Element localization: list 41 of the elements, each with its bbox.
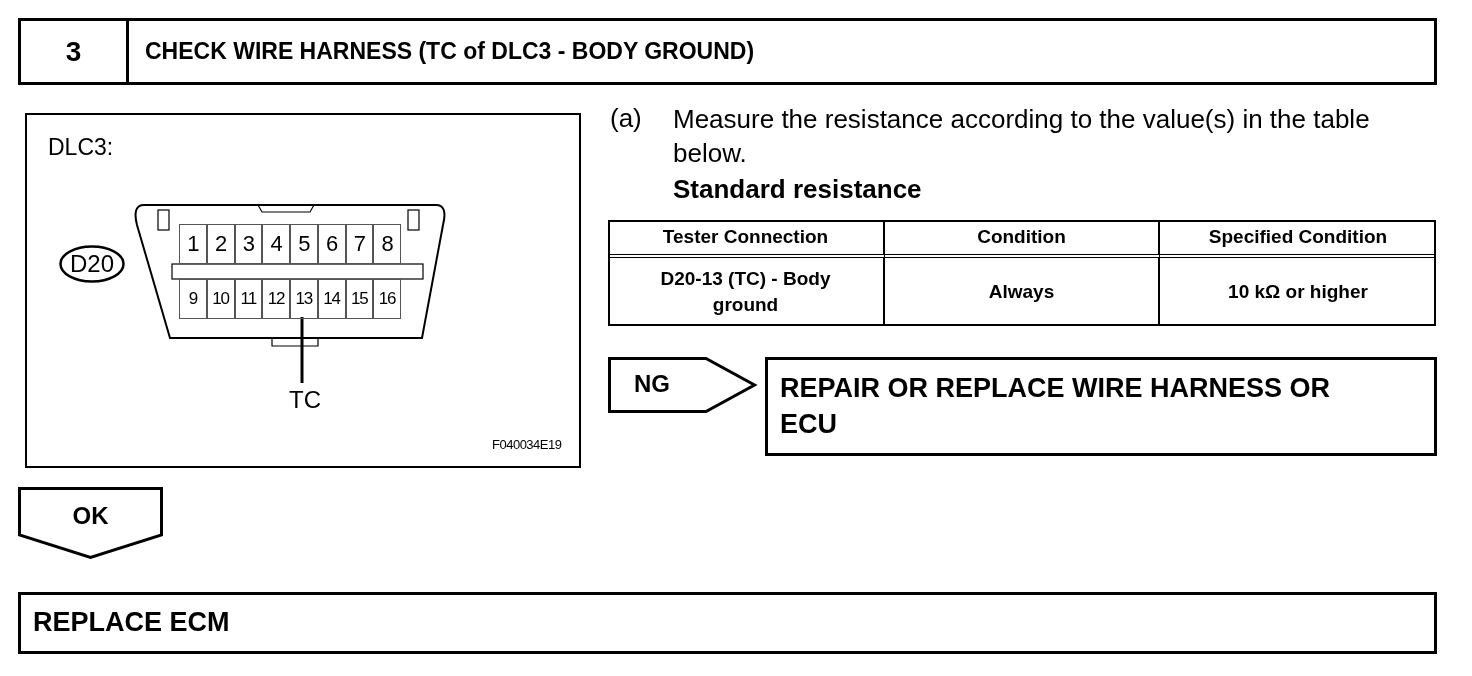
- connector-pin: 2: [206, 224, 235, 264]
- table-header-cell: Specified Condition: [1160, 220, 1436, 258]
- table-header-cell: Tester Connection: [608, 220, 885, 258]
- result-label: OK: [71, 501, 110, 531]
- repair-box: REPAIR OR REPLACE WIRE HARNESS OR ECU: [765, 357, 1437, 456]
- step-number: 3: [21, 21, 129, 82]
- connector-name: DLC3:: [48, 133, 114, 161]
- connector-pin: 6: [317, 224, 346, 264]
- terminal-label: TC: [285, 385, 325, 415]
- connector-pin: 11: [234, 279, 263, 319]
- connector-pin: 12: [262, 279, 290, 319]
- illustration-panel: [25, 113, 581, 468]
- result-label: NG: [634, 369, 670, 399]
- table-cell-text: 10 kΩ or higher: [1227, 280, 1369, 304]
- standard-heading: Standard resistance: [673, 173, 923, 206]
- connector-pin: 4: [262, 224, 290, 264]
- connector-pin: 5: [290, 224, 318, 264]
- connector-pin: 16: [373, 279, 401, 319]
- connector-pin: 15: [345, 279, 374, 319]
- instruction-text: Measure the resistance according to the value(s) in the table below.: [673, 103, 1371, 170]
- step-letter: (a): [610, 102, 643, 134]
- connector-pin: 3: [234, 224, 263, 264]
- connector-pin: 9: [179, 279, 207, 319]
- table-cell: D20-13 (TC) - Body ground: [608, 258, 885, 326]
- connector-pin: 1: [179, 224, 207, 264]
- table-header-cell: Condition: [885, 220, 1160, 258]
- connector-code: D20: [70, 250, 114, 277]
- ok-arrow: [18, 487, 163, 559]
- connector-code-label: [59, 245, 125, 283]
- ng-arrow: [608, 357, 756, 413]
- connector-pin: 10: [206, 279, 235, 319]
- step-title: CHECK WIRE HARNESS (TC of DLC3 - BODY GROUND): [145, 37, 755, 66]
- figure-code: F040034E19: [492, 436, 563, 454]
- connector-pin: 14: [317, 279, 346, 319]
- connector-pin: 13: [290, 279, 318, 319]
- result-box: REPLACE ECM: [18, 592, 1437, 654]
- table-cell: Always: [885, 258, 1160, 326]
- connector-pin: 8: [373, 224, 401, 264]
- step-header-box: [18, 18, 1437, 85]
- connector-pin: 7: [345, 224, 374, 264]
- leader-line: [300, 317, 304, 383]
